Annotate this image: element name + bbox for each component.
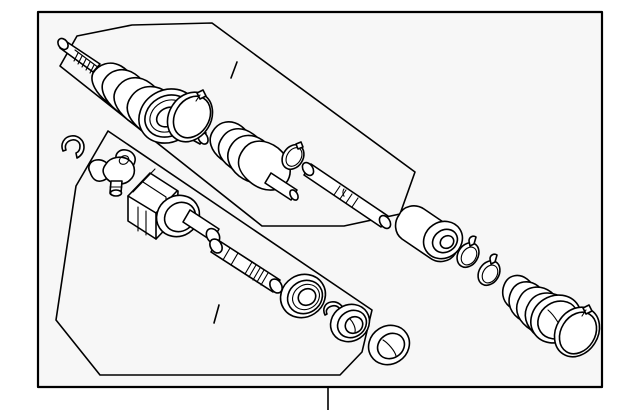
boot-clamp-ring-large (553, 304, 601, 358)
outboard-joint-group-panel (59, 22, 416, 227)
inner-shaft-right-end (269, 278, 283, 294)
inner-splined-shaft (209, 238, 283, 294)
small-clamp-tab (295, 141, 304, 150)
tripod-roller-upper-bore (118, 155, 130, 165)
oil-seal-outer (367, 324, 411, 366)
large-clamp-slot (581, 309, 587, 317)
outer-housing-cylinder (394, 205, 464, 263)
snap-ring-c-clip (61, 135, 85, 159)
tripod-hub (102, 156, 136, 185)
clamp-band-lower (477, 253, 501, 287)
outer-border (36, 10, 604, 389)
axle-shaft-right-end (378, 214, 392, 230)
clamp-band-upper-tab (468, 235, 477, 247)
clamp-ring-inner (172, 95, 212, 139)
clamp-band-lower-inner (481, 264, 499, 284)
boot-clamp-large-ring (166, 89, 214, 143)
housing-flange-inner (163, 201, 197, 233)
boot-clamp-small (281, 141, 305, 171)
axle-shaft-bar (301, 161, 392, 230)
snap-ring-body (61, 135, 85, 159)
large-clamp-inner (558, 311, 598, 355)
clamp-band-upper-inner (460, 246, 478, 266)
bearing-race-1 (286, 279, 324, 315)
oil-seal-inner (329, 303, 371, 343)
oil-seal-inner-mid (336, 309, 368, 339)
housing-cyl-bore (439, 234, 455, 250)
clamp-ring-slot (195, 94, 201, 102)
stub-shaft-end-face (57, 37, 69, 51)
inboard-joint-group-panel (55, 130, 373, 376)
bearing-bore (297, 287, 317, 307)
axle-shaft-left-end (301, 161, 315, 177)
clamp-band-upper (456, 235, 480, 269)
inboard-boot-bellows (209, 121, 299, 201)
wheel-bearing (279, 273, 327, 319)
tick-lower-group (213, 304, 220, 324)
inboard-boot-neck (264, 172, 298, 201)
housing-back-edge-a (132, 168, 156, 193)
tripod-spider-joint (88, 149, 136, 197)
outboard-cv-joint-boot (57, 37, 209, 145)
inner-shaft-splines (244, 261, 269, 286)
inboard-boot-neck-end (289, 189, 299, 201)
bearing-race-2 (292, 283, 320, 311)
inboard-joint-housing (127, 168, 221, 245)
clamp-band-lower-tab (489, 253, 498, 265)
oil-seal-outer-bore (376, 332, 406, 360)
oil-seal-inner-shade (349, 318, 356, 333)
oil-seal-outer-shade (382, 339, 397, 357)
tick-upper-group (230, 61, 238, 79)
inner-shaft-bands (222, 247, 239, 266)
stub-shaft-splines (73, 49, 100, 74)
tripod-stem-end (109, 189, 123, 197)
axle-shaft-grooves (333, 185, 359, 208)
housing-cyl-face-ring (431, 228, 459, 254)
inner-shaft-left-end (209, 238, 223, 254)
